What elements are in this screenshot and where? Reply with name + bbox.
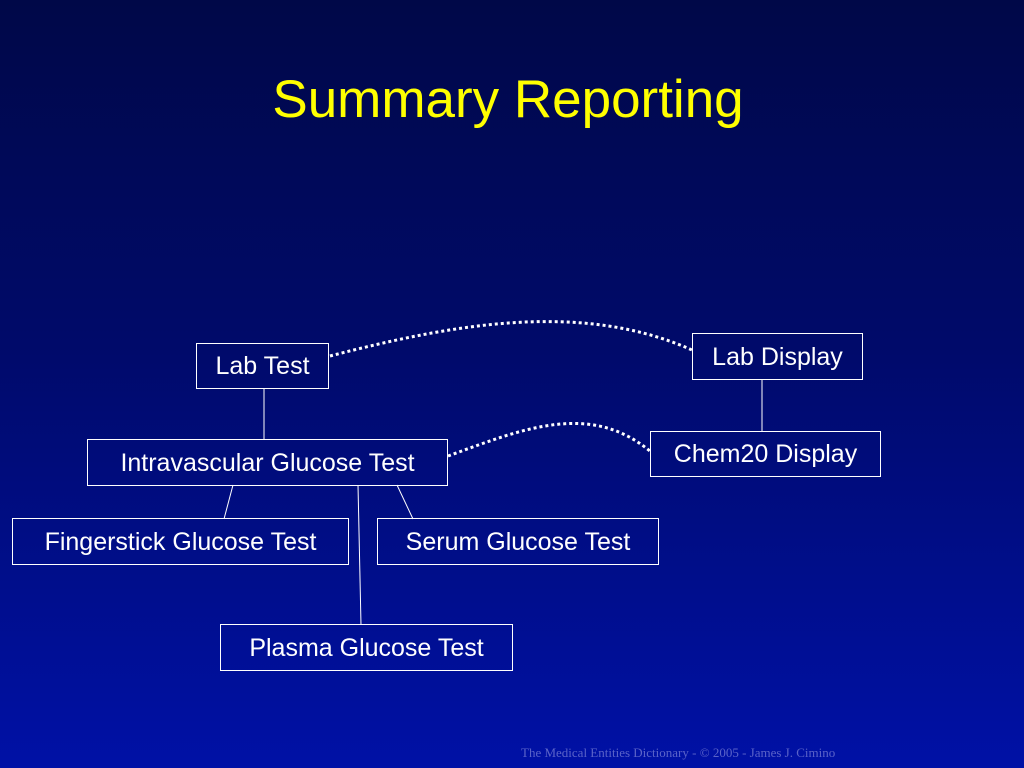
node-lab-test: Lab Test — [196, 343, 329, 389]
node-lab-display: Lab Display — [692, 333, 863, 380]
edge-intravascular-to-plasma — [357, 484, 362, 626]
mapping-link-lab-test-to-lab-display — [329, 320, 693, 358]
slide-title: Summary Reporting — [272, 70, 744, 129]
edge-intravascular-to-serum — [396, 484, 414, 520]
mapping-link-intravascular-to-chem20 — [447, 422, 652, 458]
node-intravascular-glucose-test: Intravascular Glucose Test — [87, 439, 448, 486]
node-fingerstick-glucose-test: Fingerstick Glucose Test — [12, 518, 349, 565]
node-chem20-display: Chem20 Display — [650, 431, 881, 477]
slide-footer: The Medical Entities Dictionary - © 2005… — [521, 745, 836, 760]
edge-intravascular-to-fingerstick — [223, 484, 234, 520]
node-serum-glucose-test: Serum Glucose Test — [377, 518, 659, 565]
node-plasma-glucose-test: Plasma Glucose Test — [220, 624, 513, 671]
